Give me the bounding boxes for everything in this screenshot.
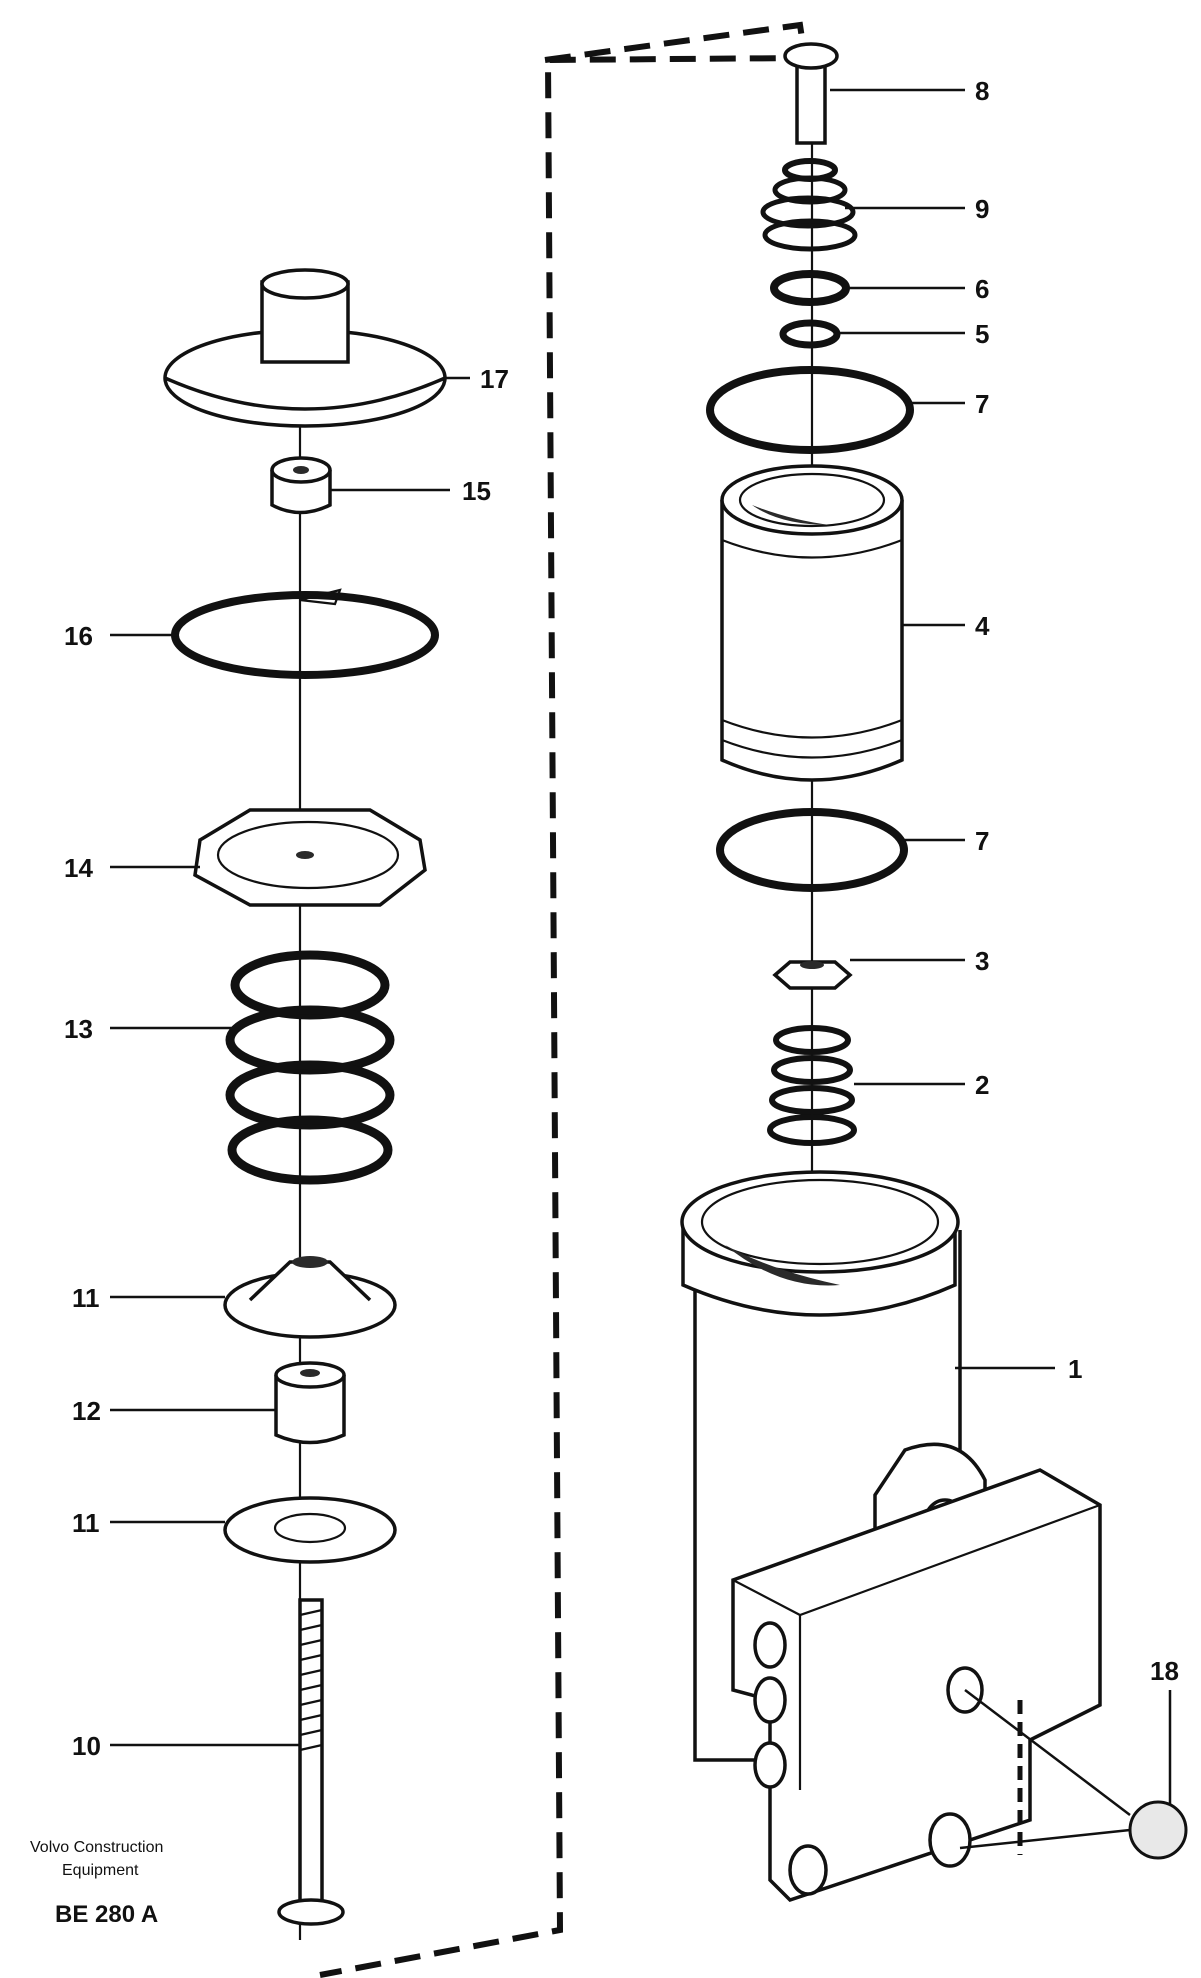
part-13-coil-spring <box>225 950 395 1185</box>
part-10-bolt <box>277 1598 345 1926</box>
part-17-cover-disc <box>163 268 447 428</box>
label-18: 18 <box>1150 1656 1179 1686</box>
label-3: 3 <box>975 946 989 976</box>
part-18-plug <box>959 1689 1188 1860</box>
label-10: 10 <box>72 1731 101 1761</box>
label-16: 16 <box>64 621 93 651</box>
label-13: 13 <box>64 1014 93 1044</box>
part-11-lower-flat-washer <box>223 1496 397 1564</box>
part-6-washer <box>770 270 850 306</box>
part-3-spring-seat <box>772 960 853 990</box>
label-6: 6 <box>975 274 989 304</box>
company-name-line1: Volvo Construction <box>30 1839 163 1856</box>
label-11-lower: 11 <box>72 1508 100 1538</box>
part-4-sleeve <box>720 464 904 782</box>
part-12-bushing <box>274 1361 346 1445</box>
part-1-valve-housing <box>680 1170 1102 1903</box>
part-11-upper-cone-washer <box>223 1256 397 1339</box>
label-11-upper: 11 <box>72 1283 100 1313</box>
label-9: 9 <box>975 194 989 224</box>
label-2: 2 <box>975 1070 989 1100</box>
label-7-lower: 7 <box>975 826 989 856</box>
label-8: 8 <box>975 76 989 106</box>
part-15-nut <box>270 456 332 515</box>
company-name-line2: Equipment <box>62 1862 139 1879</box>
part-7-lower-o-ring <box>716 808 908 892</box>
label-15: 15 <box>462 476 491 506</box>
leader-lines <box>110 88 1055 1747</box>
part-8-pin <box>783 42 839 145</box>
label-12: 12 <box>72 1396 101 1426</box>
label-4: 4 <box>975 611 990 641</box>
label-1: 1 <box>1068 1354 1082 1384</box>
part-16-snap-ring <box>171 588 439 679</box>
part-7-upper-o-ring <box>706 366 914 454</box>
drawing-code: BE 280 A <box>55 1901 158 1928</box>
dashed-assembly-line <box>319 21 809 1978</box>
part-2-spring <box>767 1025 857 1146</box>
part-5-small-washer <box>779 319 841 349</box>
label-5: 5 <box>975 319 989 349</box>
label-14: 14 <box>64 853 93 883</box>
part-14-hexagon-plate <box>193 808 427 907</box>
part-9-small-spring <box>760 158 858 252</box>
label-7-upper: 7 <box>975 389 989 419</box>
label-17: 17 <box>480 364 509 394</box>
